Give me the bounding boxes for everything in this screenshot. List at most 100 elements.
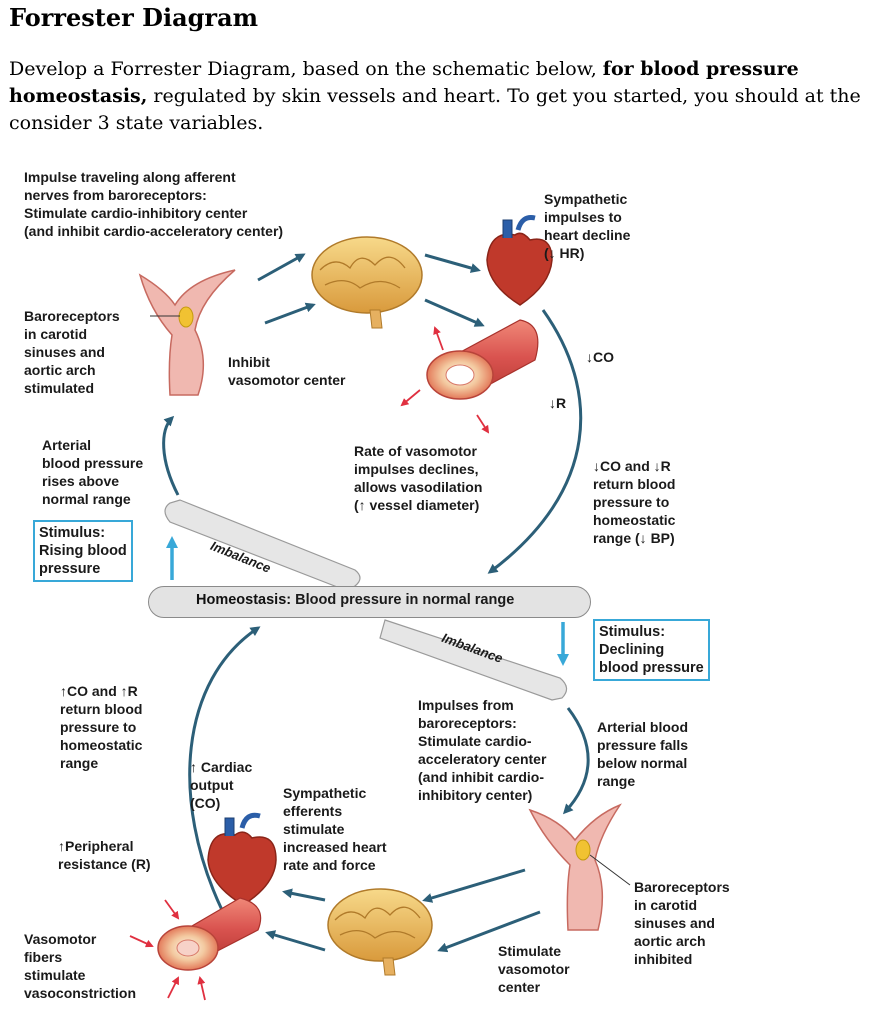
label-line: efferents <box>283 803 343 819</box>
label-line: pressure to <box>60 719 137 735</box>
label-line: return blood <box>60 701 143 717</box>
label-dec-r: ↓R <box>549 395 567 411</box>
stimulus-rising-box: Stimulus: Rising blood pressure <box>33 520 133 582</box>
red-arrow <box>400 389 421 407</box>
heart-icon <box>207 812 277 906</box>
label-line: Stimulate <box>498 943 562 959</box>
label-line: (↓ HR) <box>544 245 585 261</box>
label-impulses-from-baro: Impulses from baroreceptors: Stimulate c… <box>418 696 546 804</box>
label-line: range <box>597 773 636 789</box>
label-line: sinuses and <box>634 915 715 931</box>
label-impulse-afferent: Impulse traveling along afferent nerves … <box>24 168 283 240</box>
label-co-r-return-high: ↑CO and ↑R return blood pressure to home… <box>60 682 142 772</box>
label-line: (CO) <box>190 795 221 811</box>
homeostasis-label: Homeostasis: Blood pressure in normal ra… <box>196 592 514 608</box>
heart-icon <box>486 215 553 306</box>
label-line: Rate of vasomotor <box>354 443 477 459</box>
label-line: pressure <box>39 561 101 577</box>
label-line: Stimulate cardio- <box>418 733 532 749</box>
label-line: (and inhibit cardio-acceleratory center) <box>24 223 284 239</box>
label-line: heart decline <box>544 227 631 243</box>
intro-paragraph: Develop a Forrester Diagram, based on th… <box>9 56 869 137</box>
arrow-afferent-to-brain-2 <box>264 302 316 325</box>
label-line: homeostatic <box>60 737 143 753</box>
label-line: center <box>498 979 541 995</box>
label-line: Baroreceptors <box>634 879 730 895</box>
label-line: ↑Peripheral <box>58 838 134 854</box>
arrow-brain-to-heart-lower <box>282 888 326 902</box>
label-line: below normal <box>597 755 688 771</box>
label-line: rate and force <box>283 857 376 873</box>
label-line: Arterial blood <box>597 719 689 735</box>
label-line: (and inhibit cardio- <box>418 769 544 785</box>
stimulus-declining-box: Stimulus: Declining blood pressure <box>593 619 710 681</box>
label-line: return blood <box>593 476 676 492</box>
blood-vessel-icon <box>426 319 539 400</box>
label-line: in carotid <box>24 326 88 342</box>
label-baroreceptors-stimulated: Baroreceptors in carotid sinuses and aor… <box>24 307 120 397</box>
red-arrow <box>433 326 444 351</box>
label-line: fibers <box>24 949 63 965</box>
carotid-artery-icon <box>528 803 631 931</box>
label-line: ↑ Cardiac <box>190 759 253 775</box>
label-line: Inhibit <box>228 354 270 370</box>
label-line: Impulse traveling along afferent <box>24 169 236 185</box>
label-inhibit-vasomotor: Inhibit vasomotor center <box>228 353 345 389</box>
label-line: impulses declines, <box>354 461 479 477</box>
label-line: Stimulus: <box>599 624 666 640</box>
label-line: Declining <box>599 642 665 658</box>
label-co-r-return-low: ↓CO and ↓R return blood pressure to home… <box>593 457 675 547</box>
label-line: aortic arch <box>24 362 96 378</box>
label-line: impulses to <box>544 209 622 225</box>
label-line: normal range <box>42 491 131 507</box>
label-line: vasoconstriction <box>24 985 137 1001</box>
brain-icon <box>327 888 433 976</box>
schematic-graphics <box>129 215 631 1001</box>
blood-vessel-icon <box>157 897 262 971</box>
arrow-right-loop-down <box>487 309 583 574</box>
label-line: Sympathetic <box>544 191 628 207</box>
label-line: range (↓ BP) <box>593 530 675 546</box>
label-line: baroreceptors: <box>418 715 517 731</box>
label-line: output <box>190 777 234 793</box>
label-rate-vasomotor: Rate of vasomotor impulses declines, all… <box>354 442 482 514</box>
label-line: stimulated <box>24 380 95 396</box>
red-arrow <box>164 899 180 920</box>
label-line: Arterial <box>42 437 92 453</box>
label-line: ↓CO and ↓R <box>593 458 671 474</box>
red-arrow <box>129 935 154 948</box>
intro-bold-text: for blood pressure homeostasis, <box>9 58 799 107</box>
page-title: Forrester Diagram <box>9 3 259 32</box>
arrow-right-lower-down <box>562 707 590 815</box>
arrow-artery-to-brain-1 <box>422 868 526 903</box>
label-arterial-falls: Arterial blood pressure falls below norm… <box>597 718 688 790</box>
label-line: blood pressure <box>42 455 144 471</box>
label-arterial-rises: Arterial blood pressure rises above norm… <box>42 436 143 508</box>
label-line: vasomotor center <box>228 372 346 388</box>
intro-text-1: Develop a Forrester Diagram, based on th… <box>9 58 603 80</box>
label-line: sinuses and <box>24 344 105 360</box>
label-line: increased heart <box>283 839 387 855</box>
label-sympathetic-efferents: Sympathetic efferents stimulate increase… <box>283 784 387 874</box>
arrow-brain-to-heart <box>424 253 481 273</box>
label-line: stimulate <box>283 821 345 837</box>
label-line: Stimulus: <box>39 525 106 541</box>
label-line: in carotid <box>634 897 698 913</box>
homeostasis-label-bold: Homeostasis: <box>196 592 292 608</box>
label-line: ↑CO and ↑R <box>60 683 138 699</box>
arrow-brain-to-vessel <box>424 298 485 327</box>
label-peripheral-resistance: ↑Peripheral resistance (R) <box>58 837 151 873</box>
label-line: Vasomotor <box>24 931 97 947</box>
label-line: rises above <box>42 473 120 489</box>
label-line: Rising blood <box>39 543 127 559</box>
label-line: (↑ vessel diameter) <box>354 497 480 513</box>
label-line: blood pressure <box>599 660 704 676</box>
label-line: aortic arch <box>634 933 706 949</box>
arrow-artery-to-brain-2 <box>437 910 541 953</box>
label-line: inhibitory center) <box>418 787 533 803</box>
label-line: inhibited <box>634 951 693 967</box>
label-vasomotor-fibers: Vasomotor fibers stimulate vasoconstrict… <box>24 930 136 1002</box>
label-line: Sympathetic <box>283 785 367 801</box>
arrow-left-rising <box>162 415 180 496</box>
label-line: pressure falls <box>597 737 689 753</box>
